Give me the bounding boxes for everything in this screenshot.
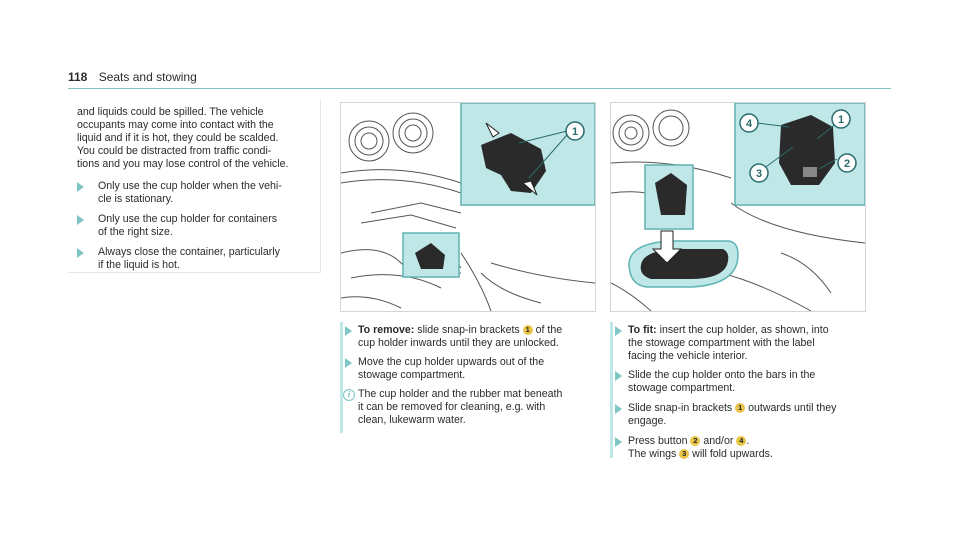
bullet-arrow-icon xyxy=(345,358,352,368)
warning-box xyxy=(68,100,321,273)
warning-bullet-1: Only use the cup holder when the vehi- c… xyxy=(98,180,282,205)
remove-info: The cup holder and the rubber mat beneat… xyxy=(358,388,563,426)
header-divider xyxy=(68,88,891,89)
info-icon: i xyxy=(343,389,355,401)
section-title: Seats and stowing xyxy=(98,70,197,84)
fit-text: The wings xyxy=(628,448,680,460)
figure-fit-illustration: 4 1 2 3 xyxy=(611,103,865,311)
fit-text: insert the cup holder, as shown, into xyxy=(656,324,829,336)
callout-label: 1 xyxy=(838,114,844,126)
fit-step-1: To fit: insert the cup holder, as shown,… xyxy=(628,324,878,337)
fit-text: outwards until they xyxy=(745,402,837,414)
warning-bullet-3: Always close the container, particularly… xyxy=(98,246,280,271)
remove-text: of the xyxy=(532,324,563,336)
remove-heading: To remove: xyxy=(358,324,415,336)
callout-label: 3 xyxy=(756,168,762,180)
remove-text: slide snap-in brackets xyxy=(414,324,523,336)
badge-2: 2 xyxy=(690,436,701,446)
badge-3: 3 xyxy=(679,449,690,459)
callout-4 xyxy=(739,113,759,133)
arrow-inward-icon xyxy=(521,180,538,196)
page-number: 118 xyxy=(68,70,88,84)
bullet-arrow-icon xyxy=(77,248,84,258)
badge-1: 1 xyxy=(735,403,746,413)
fit-text: and/or xyxy=(700,435,737,447)
badge-4: 4 xyxy=(736,436,747,446)
fit-step-1-rest: the stowage compartment with the label f… xyxy=(628,337,815,362)
bullet-arrow-icon xyxy=(615,371,622,381)
badge-1: 1 xyxy=(522,325,533,335)
figure-fit-cup-holder: 4 1 2 3 xyxy=(610,102,866,312)
figure-remove-illustration: 1 xyxy=(341,103,595,311)
bullet-arrow-icon xyxy=(77,215,84,225)
remove-step-2: Move the cup holder upwards out of the s… xyxy=(358,356,545,381)
bullet-arrow-icon xyxy=(77,182,84,192)
remove-step-1: To remove: slide snap-in brackets 1 of t… xyxy=(358,324,598,337)
arrow-inward-icon xyxy=(485,122,500,138)
callout-1 xyxy=(831,109,851,129)
callout-label: 4 xyxy=(746,118,753,130)
callout-2 xyxy=(837,153,857,173)
fit-step-3-line2: engage. xyxy=(628,415,667,427)
callout-3 xyxy=(749,163,769,183)
remove-step-1-line2: cup holder inwards until they are unlock… xyxy=(358,337,559,349)
arrow-down-icon xyxy=(651,230,683,264)
fit-step-2: Slide the cup holder onto the bars in th… xyxy=(628,369,816,394)
bullet-arrow-icon xyxy=(615,404,622,414)
bullet-arrow-icon xyxy=(615,437,622,447)
fit-text: Press button xyxy=(628,435,691,447)
release-button xyxy=(803,167,817,177)
fit-text: will fold upwards. xyxy=(689,448,773,460)
fit-heading: To fit: xyxy=(628,324,657,336)
fit-step-3: Slide snap-in brackets 1 outwards until … xyxy=(628,402,878,415)
fit-step-4: Press button 2 and/or 4. xyxy=(628,435,878,448)
figure-remove-cup-holder: 1 xyxy=(340,102,596,312)
highlight-stripe xyxy=(610,322,613,458)
fit-text: Slide snap-in brackets xyxy=(628,402,736,414)
bullet-arrow-icon xyxy=(615,326,622,336)
callout-label: 2 xyxy=(844,158,850,170)
fit-step-4-line2: The wings 3 will fold upwards. xyxy=(628,448,878,461)
fit-text: . xyxy=(746,435,750,447)
warning-bullet-2: Only use the cup holder for containers o… xyxy=(98,213,278,238)
callout-1 xyxy=(565,121,585,141)
callout-label: 1 xyxy=(572,126,578,138)
warning-intro: and liquids could be spilled. The vehicl… xyxy=(77,106,289,170)
page-header: 118 Seats and stowing xyxy=(68,70,197,84)
bullet-arrow-icon xyxy=(345,326,352,336)
highlight-stripe xyxy=(340,322,343,433)
